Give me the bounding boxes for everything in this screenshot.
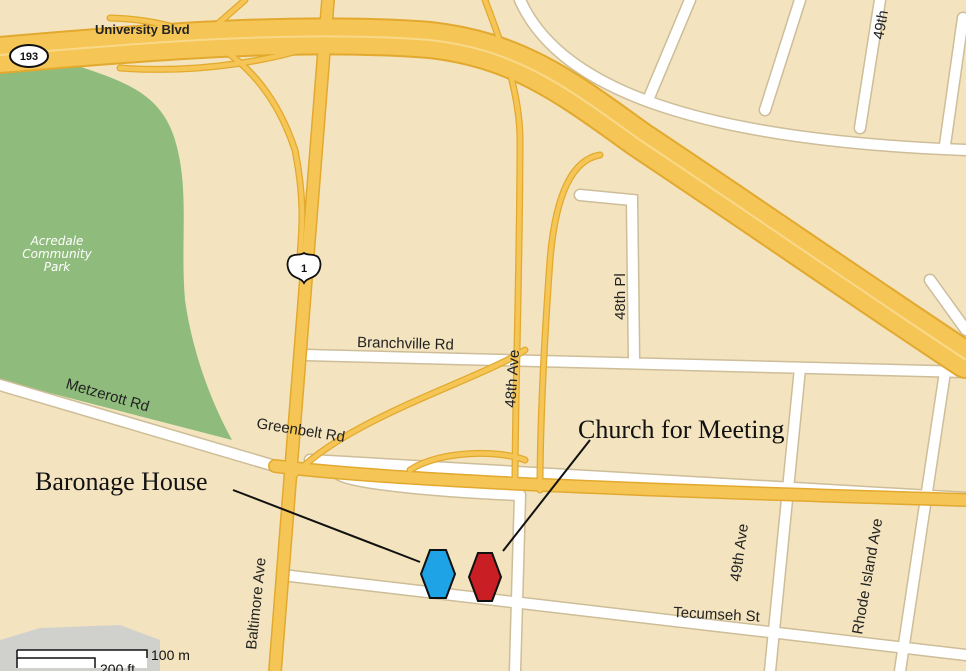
university-blvd-label: University Blvd [95, 22, 190, 37]
park-label-line3: Park [44, 260, 72, 274]
church-marker-icon[interactable] [467, 552, 503, 602]
park-area [0, 60, 232, 440]
scale-imperial-label: 200 ft [100, 661, 135, 671]
park-label-line1: Acredale [30, 234, 84, 248]
church-leader-line [502, 439, 591, 552]
route-193-shield-icon: 193 [9, 44, 49, 68]
tecumseh-st-label: Tecumseh St [673, 604, 761, 626]
church-annotation: Church for Meeting [578, 415, 785, 444]
48th-pl-label: 48th Pl [612, 273, 629, 320]
scale-bar: 100 m 200 ft [16, 647, 190, 671]
park-label-line2: Community [22, 247, 92, 261]
baronage-leader-line [232, 489, 421, 563]
49th-top-label: 49th [870, 9, 892, 41]
us-route-1-shield-icon: 1 [286, 251, 322, 285]
branchville-rd-label: Branchville Rd [357, 334, 454, 354]
48th-ave-label: 48th Ave [502, 349, 523, 408]
median-line [0, 35, 966, 361]
route-1-label: 1 [301, 263, 307, 275]
baronage-annotation: Baronage House [35, 467, 208, 496]
route-193-label: 193 [20, 51, 38, 63]
baronage-house-marker-icon[interactable] [419, 549, 457, 599]
scale-metric-label: 100 m [151, 647, 190, 663]
